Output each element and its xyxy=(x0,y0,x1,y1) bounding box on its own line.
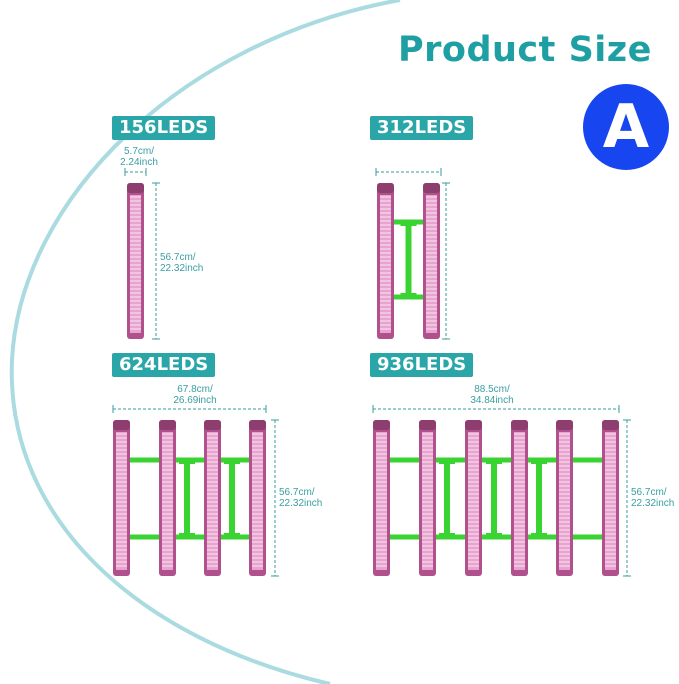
led-strip xyxy=(605,432,616,570)
bracket-support xyxy=(486,460,502,464)
led-bar-cap xyxy=(556,420,573,430)
height-dimension-936: 56.7cm/22.32inch xyxy=(631,487,675,509)
bracket-support xyxy=(531,460,547,464)
led-bar-cap xyxy=(249,420,266,430)
width-dimension-624: 67.8cm/26.69inch xyxy=(173,384,217,406)
led-strip xyxy=(514,432,525,570)
bracket-support xyxy=(400,293,417,297)
bracket-support xyxy=(400,222,417,226)
led-strip xyxy=(380,195,391,333)
bracket-support xyxy=(444,460,450,537)
bracket-support xyxy=(229,460,235,537)
led-strip xyxy=(130,195,141,333)
bracket-support xyxy=(179,460,195,464)
led-bar-cap xyxy=(204,420,221,430)
led-bar-cap xyxy=(127,183,144,193)
model-label-936: 936LEDS xyxy=(370,353,474,377)
led-strip xyxy=(376,432,387,570)
led-strip xyxy=(252,432,263,570)
led-strip xyxy=(559,432,570,570)
bracket-support xyxy=(491,460,497,537)
bracket-support xyxy=(224,533,240,537)
led-strip xyxy=(207,432,218,570)
width-dimension-936: 88.5cm/34.84inch xyxy=(470,384,514,406)
variant-badge: A xyxy=(583,84,669,170)
height-dimension-624: 56.7cm/22.32inch xyxy=(279,487,323,509)
led-bar-cap xyxy=(511,420,528,430)
bracket-support xyxy=(179,533,195,537)
model-label-624: 624LEDS xyxy=(112,353,216,377)
bracket-support xyxy=(405,222,412,297)
led-strip xyxy=(422,432,433,570)
bracket-support xyxy=(531,533,547,537)
led-bar-cap xyxy=(423,183,440,193)
led-bar-cap xyxy=(113,420,130,430)
led-bar-cap xyxy=(602,420,619,430)
led-strip xyxy=(468,432,479,570)
model-label-156: 156LEDS xyxy=(112,116,216,140)
bracket-support xyxy=(439,460,455,464)
led-strip xyxy=(116,432,127,570)
led-bar-cap xyxy=(159,420,176,430)
led-strip xyxy=(426,195,437,333)
led-bar-cap xyxy=(419,420,436,430)
led-strip xyxy=(162,432,173,570)
bracket-support xyxy=(439,533,455,537)
bracket-support xyxy=(486,533,502,537)
bracket-support xyxy=(224,460,240,464)
led-bar-cap xyxy=(373,420,390,430)
led-bar-cap xyxy=(465,420,482,430)
bracket-support xyxy=(536,460,542,537)
bracket-support xyxy=(184,460,190,537)
led-bar-cap xyxy=(377,183,394,193)
model-label-312: 312LEDS xyxy=(370,116,474,140)
width-dimension-156: 5.7cm/2.24inch xyxy=(120,146,158,168)
height-dimension-156: 56.7cm/22.32inch xyxy=(160,252,204,274)
page-title: Product Size xyxy=(398,30,652,70)
